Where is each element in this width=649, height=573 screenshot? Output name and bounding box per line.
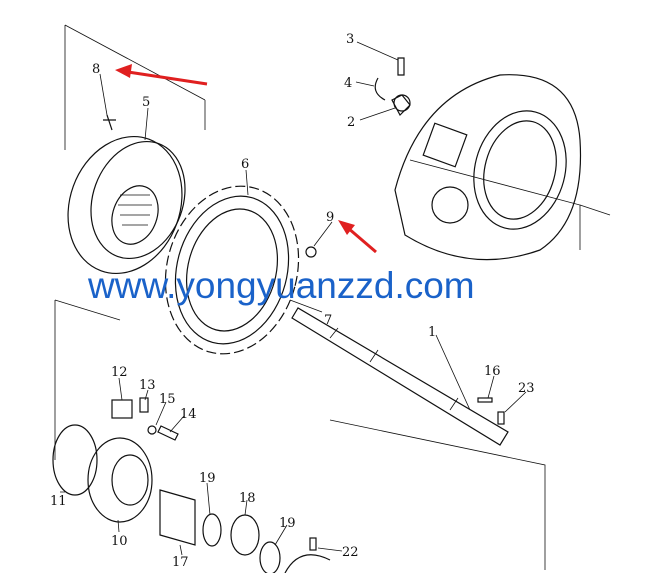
label-7: 7 — [324, 313, 332, 328]
arrowhead-icon — [338, 220, 355, 235]
label-15: 15 — [159, 392, 176, 407]
label-13: 13 — [139, 378, 156, 393]
label-12: 12 — [111, 365, 128, 380]
label-11: 11 — [50, 494, 67, 509]
sprocket-part-6 — [164, 185, 317, 355]
arrowhead-icon — [115, 64, 132, 78]
label-2: 2 — [347, 115, 355, 130]
final-drive-housing — [374, 57, 582, 261]
frame-lines — [54, 24, 611, 570]
label-4: 4 — [344, 76, 352, 91]
label-17: 17 — [172, 555, 189, 570]
label-23: 23 — [518, 381, 535, 396]
label-5: 5 — [142, 95, 150, 110]
arrow-to-part-9 — [347, 226, 377, 254]
watermark: www.yongyuanzzd.com — [87, 265, 475, 306]
leader-lines — [60, 41, 527, 556]
label-10: 10 — [111, 534, 128, 549]
label-14: 14 — [180, 407, 197, 422]
label-22: 22 — [342, 545, 359, 560]
arrow-to-part-8 — [127, 70, 208, 86]
label-8: 8 — [92, 62, 100, 77]
label-16: 16 — [484, 364, 501, 379]
label-19b: 19 — [279, 516, 296, 531]
shaft-part-1 — [291, 307, 509, 446]
label-18: 18 — [239, 491, 256, 506]
part-labels: 1 2 3 4 5 6 7 8 9 10 11 12 13 14 15 16 1… — [50, 32, 535, 570]
label-1: 1 — [428, 325, 436, 340]
label-19a: 19 — [199, 471, 216, 486]
red-arrows — [115, 64, 377, 254]
lower-parts — [52, 397, 331, 573]
hub-flange-part-5 — [67, 114, 186, 275]
label-6: 6 — [241, 157, 249, 172]
label-9: 9 — [326, 210, 334, 225]
label-3: 3 — [346, 32, 354, 47]
